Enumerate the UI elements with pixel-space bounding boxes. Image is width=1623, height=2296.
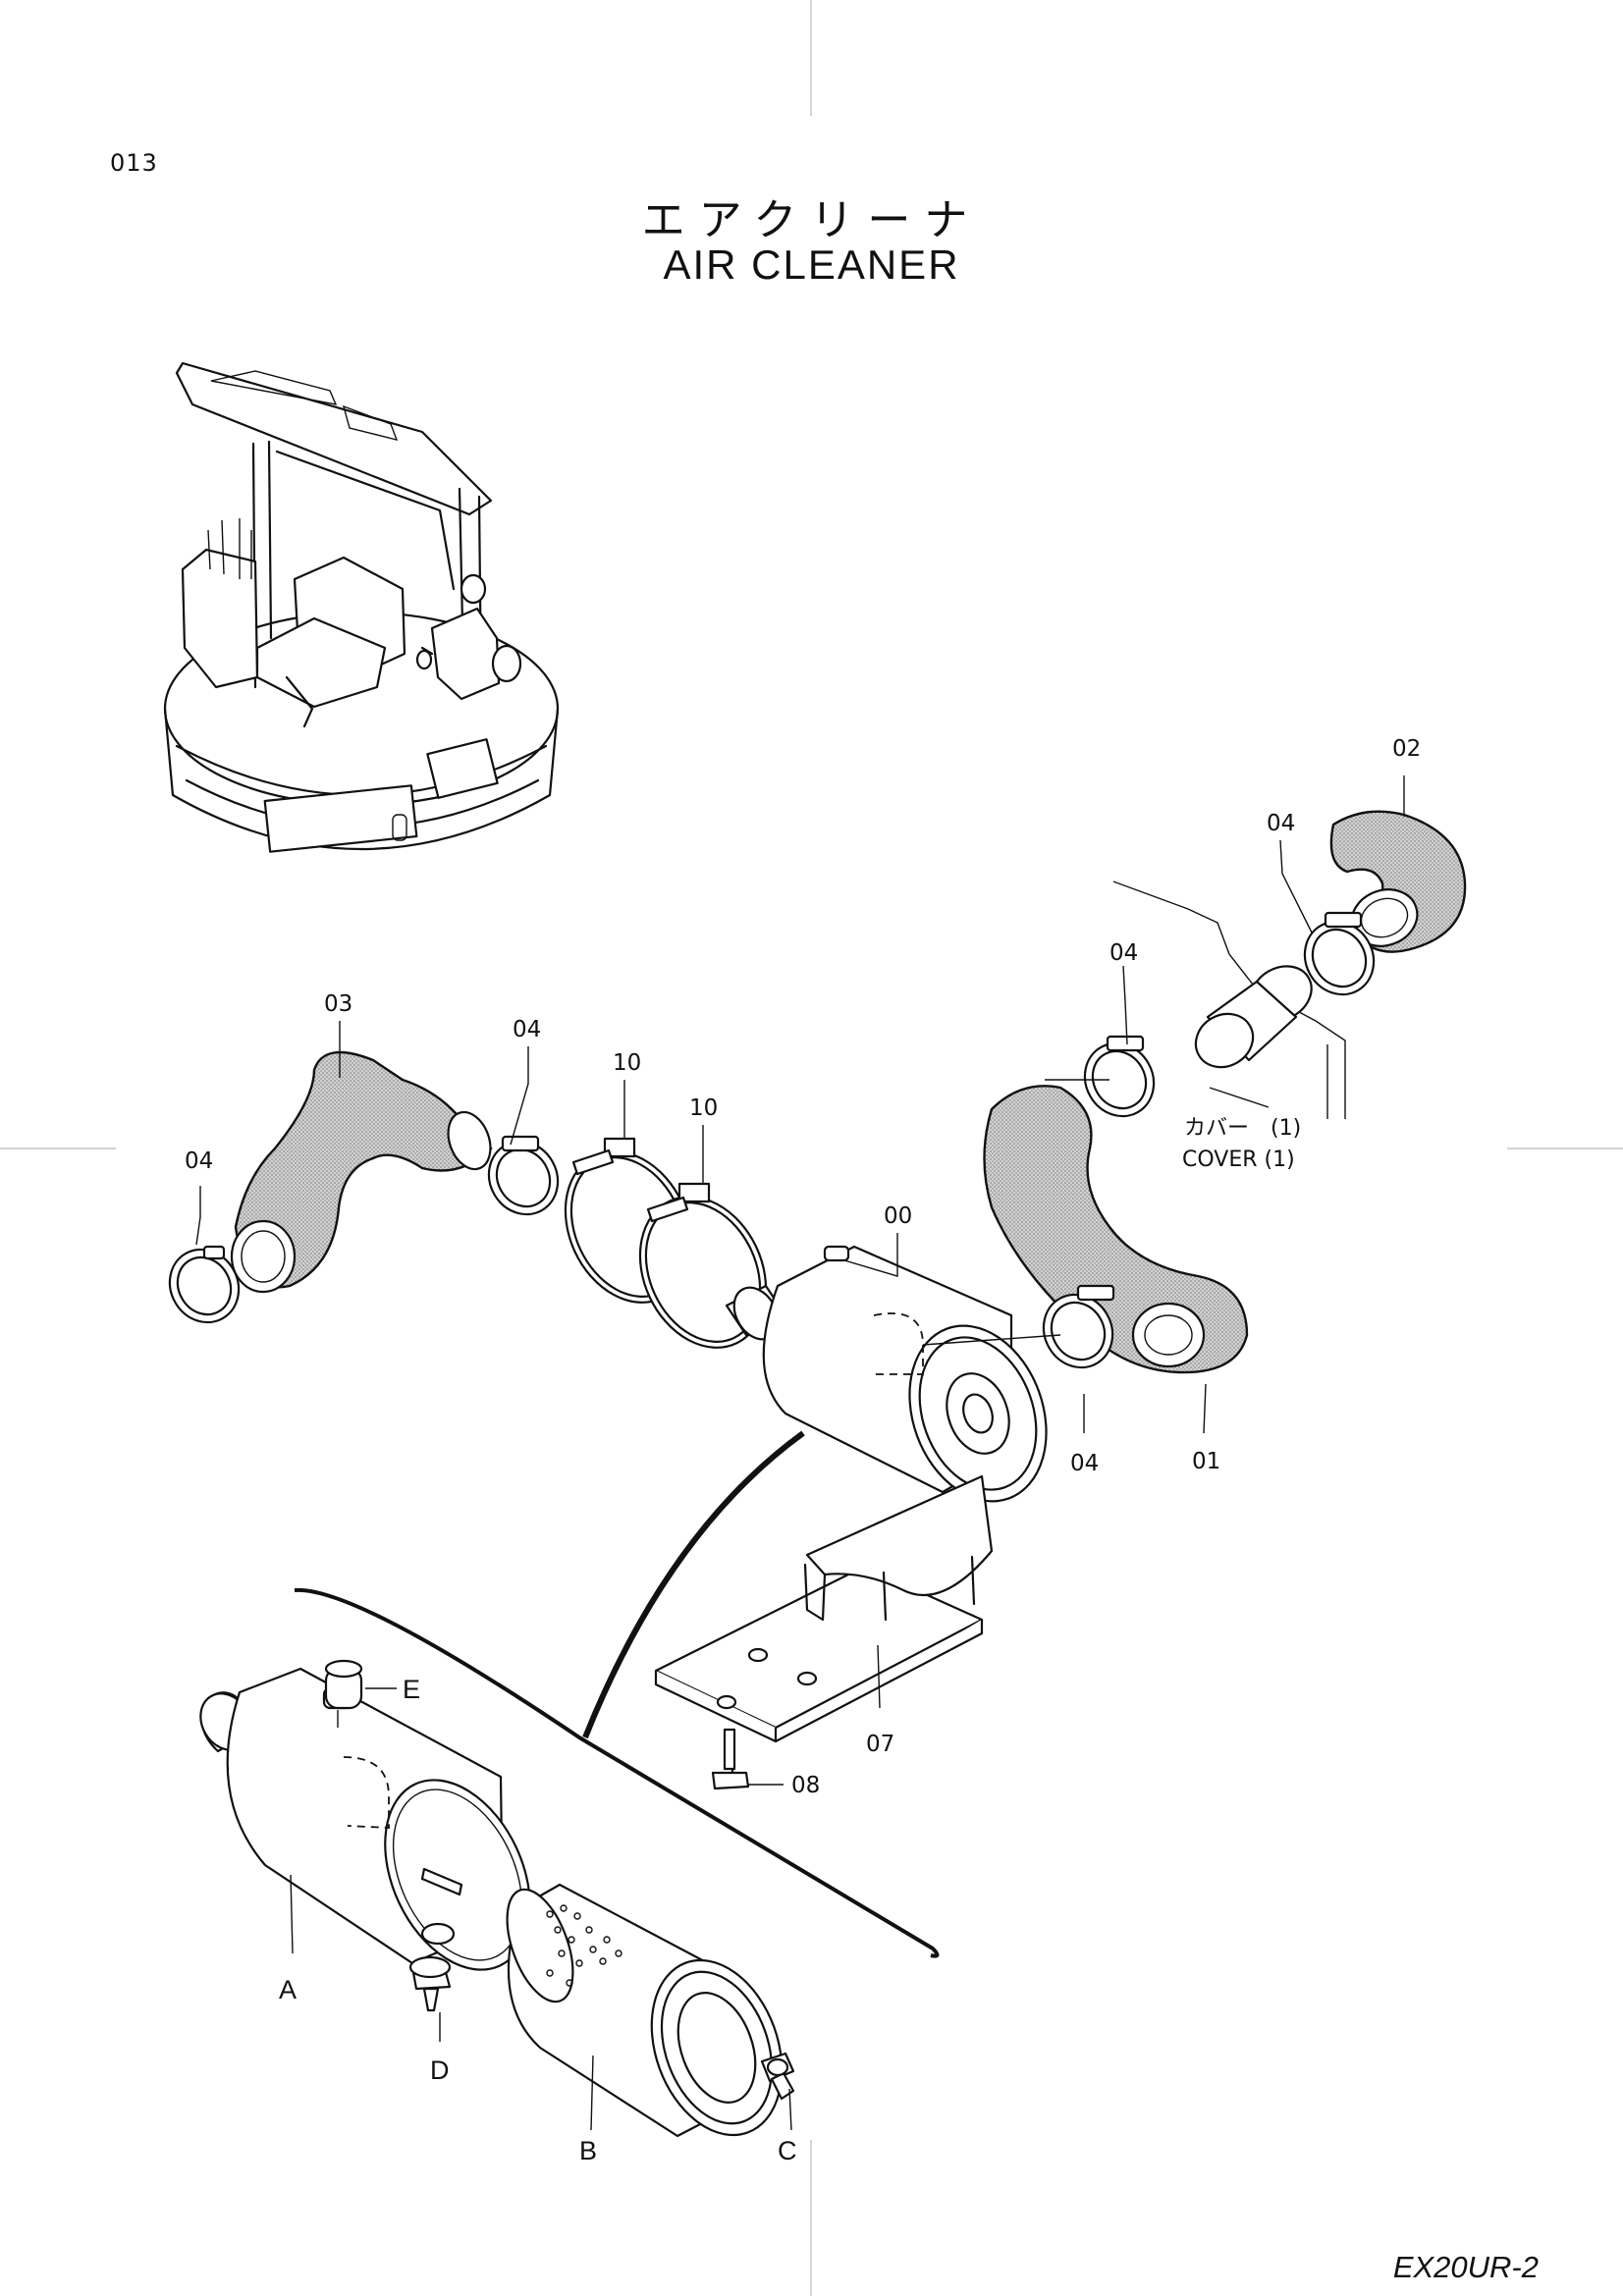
restriction-indicator-E bbox=[324, 1659, 397, 1710]
callout-02: 02 bbox=[1392, 736, 1421, 762]
wing-nut-C bbox=[760, 2052, 795, 2101]
filter-perforations bbox=[546, 1904, 622, 1987]
callout-07: 07 bbox=[866, 1732, 894, 1757]
cover-panel-outline bbox=[1112, 881, 1346, 1119]
bracket-07 bbox=[654, 1474, 994, 1743]
callout-08: 08 bbox=[791, 1773, 820, 1798]
cleaner-housing-A bbox=[199, 1667, 531, 1971]
hose-01 bbox=[983, 1085, 1249, 1374]
hose-clamp-04-top-right bbox=[1303, 911, 1376, 996]
callout-00: 00 bbox=[884, 1203, 912, 1229]
callout-03: 03 bbox=[324, 991, 352, 1017]
callout-04: 04 bbox=[1070, 1451, 1099, 1476]
leader-lines bbox=[195, 775, 1405, 2131]
hose-clamp-04-cover bbox=[1083, 1035, 1156, 1118]
callout-01: 01 bbox=[1192, 1449, 1220, 1474]
callout-04: 04 bbox=[185, 1148, 213, 1174]
callout-04: 04 bbox=[1109, 940, 1138, 966]
page-title-japanese: エアクリーナ bbox=[641, 195, 982, 245]
page-title-english: AIR CLEANER bbox=[663, 241, 960, 288]
hose-03 bbox=[230, 1050, 493, 1294]
cover-note-english: COVER (1) bbox=[1182, 1148, 1295, 1172]
callout-04: 04 bbox=[513, 1017, 541, 1042]
model-code: EX20UR-2 bbox=[1392, 2250, 1539, 2284]
dust-valve-D bbox=[408, 1955, 452, 2012]
filter-element-B bbox=[506, 1883, 784, 2138]
callout-B: B bbox=[579, 2136, 597, 2165]
callout-A: A bbox=[279, 1975, 297, 2004]
callout-C: C bbox=[778, 2136, 797, 2165]
callout-04: 04 bbox=[1267, 811, 1295, 836]
detail-leader-curve bbox=[294, 1430, 940, 1958]
hose-02 bbox=[1329, 810, 1467, 953]
air-cleaner-assembly-00 bbox=[725, 1245, 1061, 1503]
hose-clamp-04-left bbox=[168, 1245, 241, 1324]
callout-10: 10 bbox=[689, 1095, 718, 1121]
callout-10: 10 bbox=[613, 1050, 641, 1076]
callout-D: D bbox=[430, 2056, 450, 2085]
hose-clamp-04-lower-right bbox=[1042, 1284, 1115, 1369]
callout-E: E bbox=[403, 1675, 420, 1704]
page-number: 013 bbox=[110, 149, 158, 177]
machine-overview-illustration bbox=[163, 361, 560, 853]
hose-clamp-04-mid bbox=[487, 1135, 560, 1216]
bolt-08 bbox=[711, 1728, 750, 1790]
cover-note-japanese: カバー (1) bbox=[1184, 1116, 1301, 1141]
